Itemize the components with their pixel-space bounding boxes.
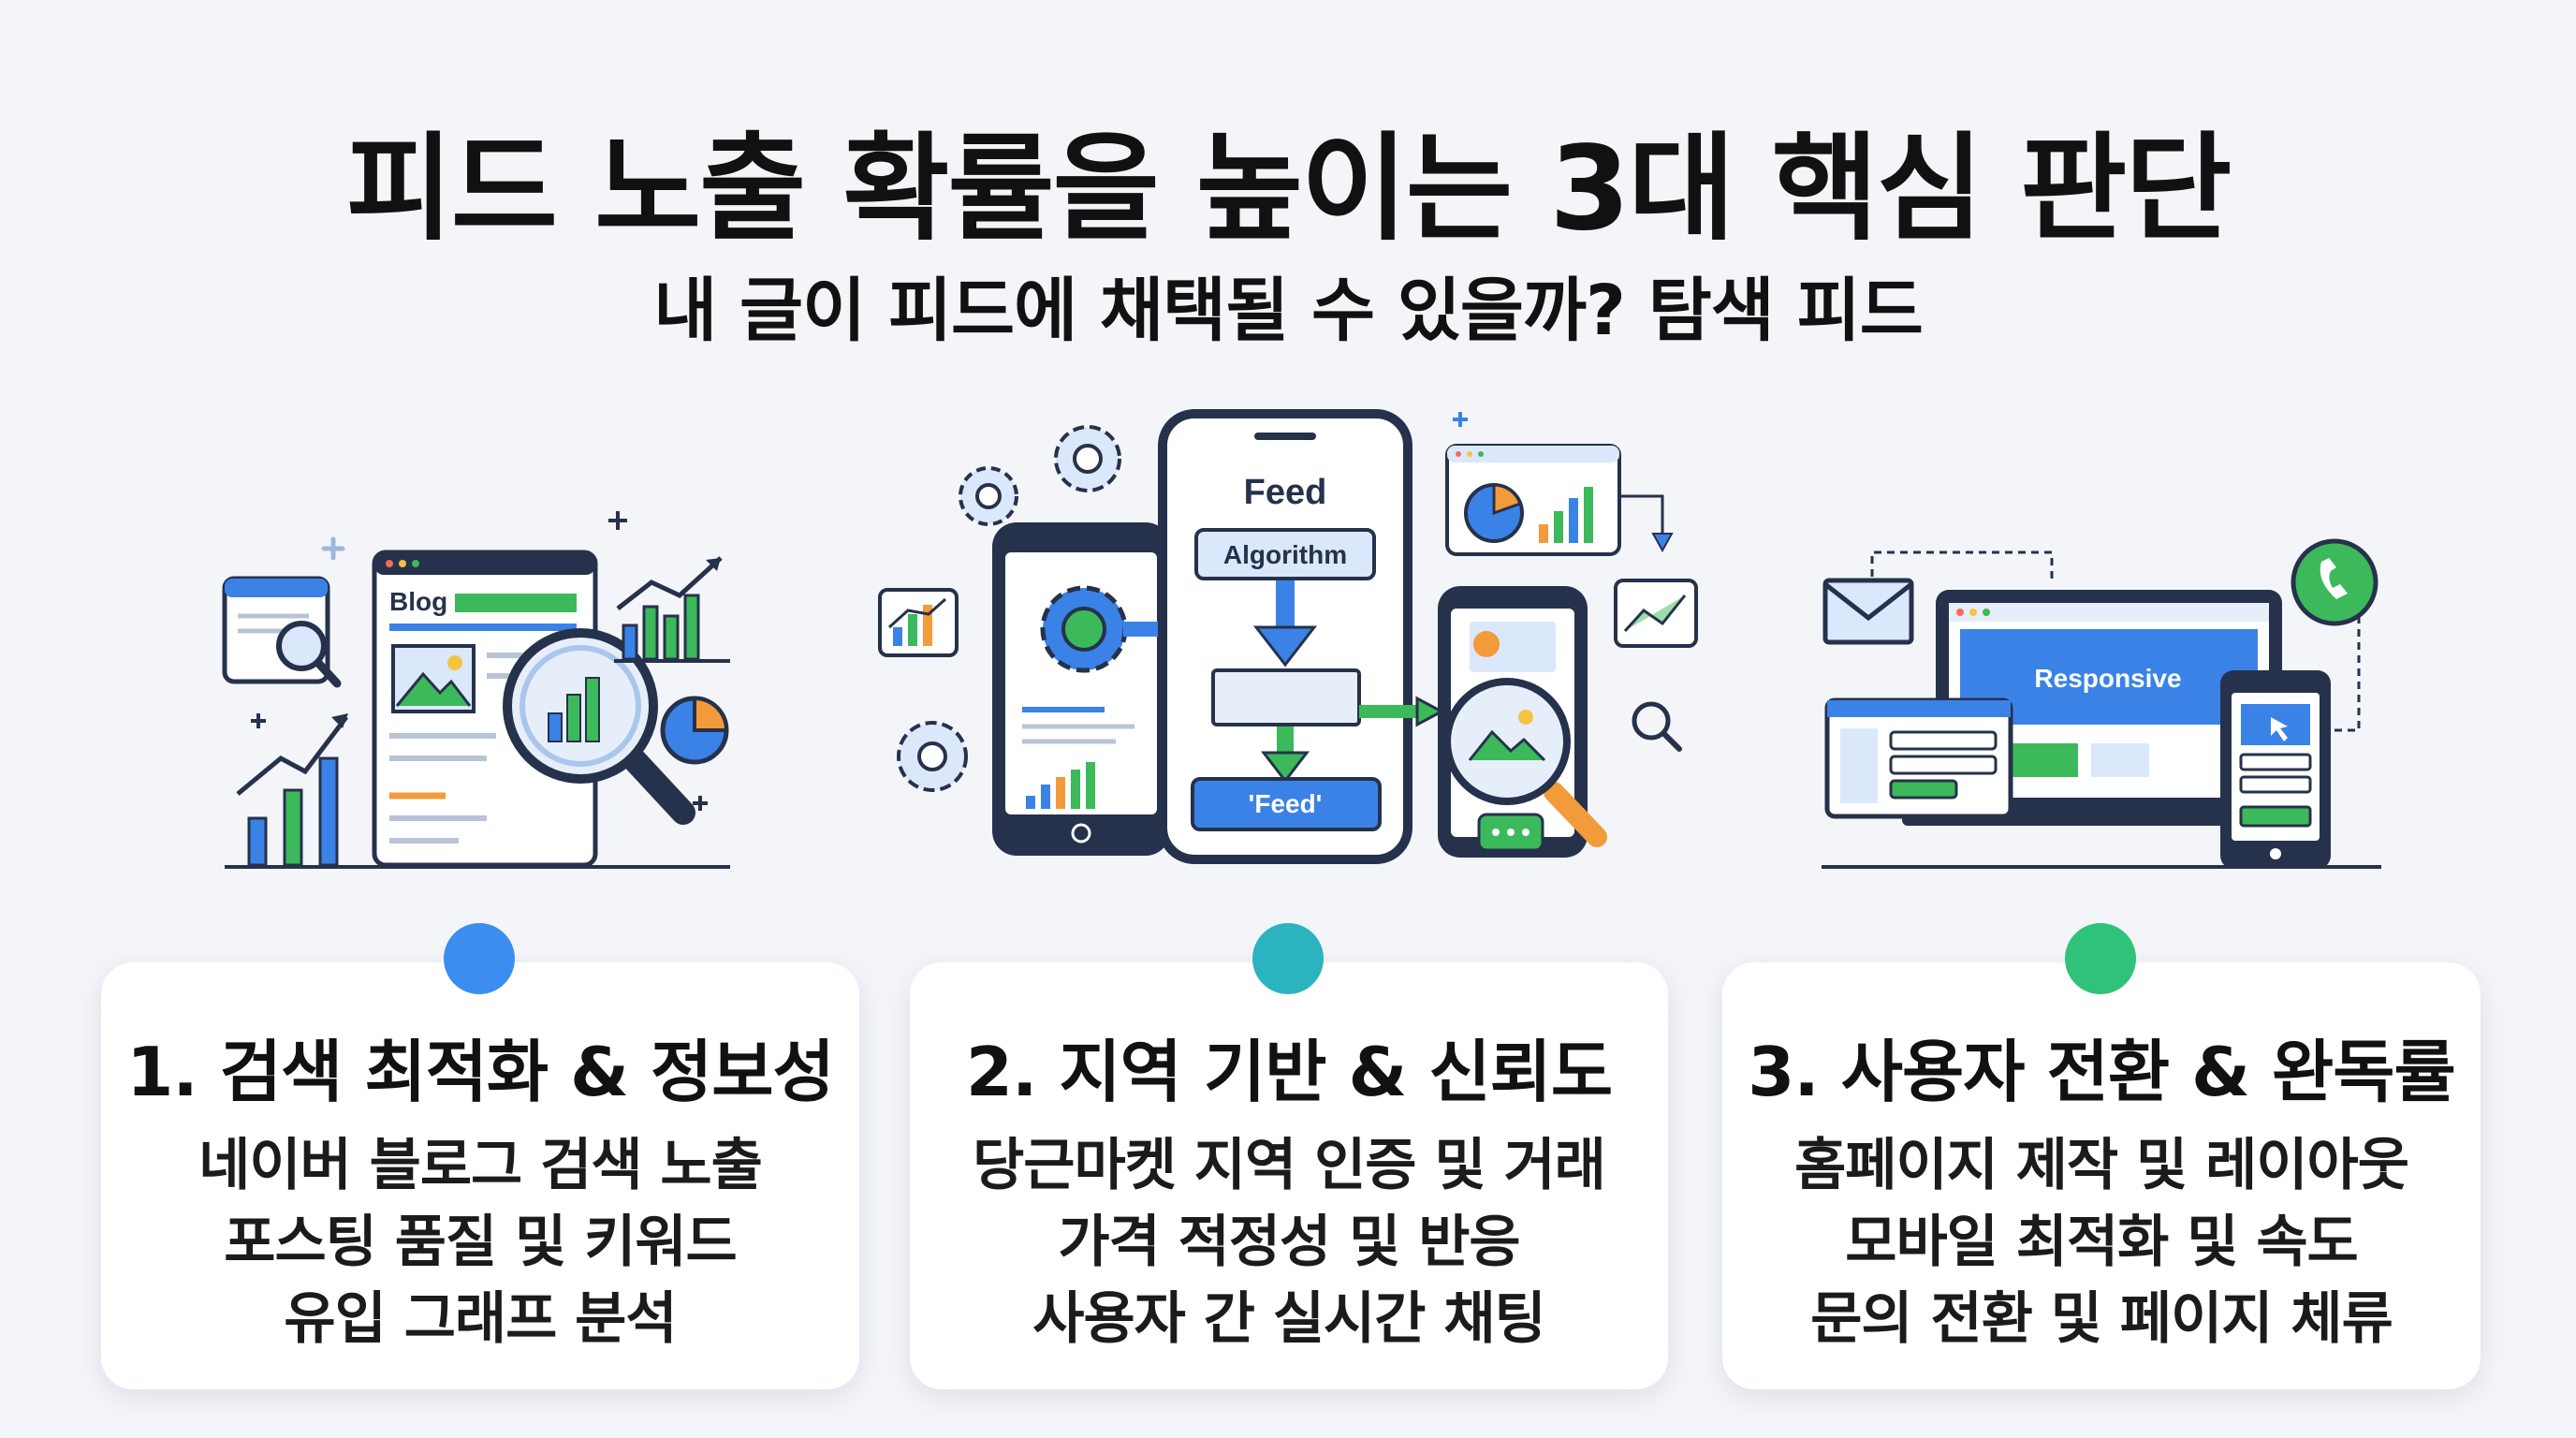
magnifier-chart-icon xyxy=(503,628,695,825)
card-indicator-dot xyxy=(2065,923,2136,994)
card-user-conversion: 3. 사용자 전환 & 완독률 홈페이지 제작 및 레이아웃 모바일 최적화 및… xyxy=(1722,962,2481,1389)
chat-bubble-icon xyxy=(2291,538,2378,626)
magnifier-image-icon xyxy=(1443,678,1607,847)
card-search-optimization: 1. 검색 최적화 & 정보성 네이버 블로그 검색 노출 포스팅 품질 및 키… xyxy=(101,962,859,1389)
page-title: 피드 노출 확률을 높이는 3대 핵심 판단 xyxy=(345,122,2232,257)
feed-result-label: 'Feed' xyxy=(1249,789,1323,818)
feed-algorithm-illustration: Feed Algorithm 'Feed' xyxy=(878,409,1698,864)
mail-icon xyxy=(1822,578,1914,645)
phone-left-icon xyxy=(992,522,1170,856)
arrow-right-green-icon xyxy=(1359,696,1445,727)
card-title: 2. 지역 기반 & 신뢰도 xyxy=(965,1033,1613,1111)
browser-search-icon xyxy=(222,576,342,688)
trend-card-icon xyxy=(1614,579,1698,648)
gear-icon xyxy=(897,425,1121,792)
card-line: 문의 전환 및 페이지 체류 xyxy=(1810,1286,2393,1352)
card-line: 포스팅 품질 및 키워드 xyxy=(224,1210,737,1275)
growth-chart-icon xyxy=(225,713,730,869)
blog-search-illustration: Blog xyxy=(222,511,730,869)
algorithm-label: Algorithm xyxy=(1223,540,1347,569)
card-line: 네이버 블로그 검색 노출 xyxy=(198,1133,763,1198)
connector-line xyxy=(1870,550,2054,582)
blog-label: Blog xyxy=(389,587,447,616)
tablet-window-icon xyxy=(1824,697,2013,819)
feed-heading: Feed xyxy=(1244,473,1327,512)
card-local-trust: 2. 지역 기반 & 신뢰도 당근마켓 지역 인증 및 거래 가격 적정성 및 … xyxy=(910,962,1668,1389)
responsive-label: Responsive xyxy=(2034,664,2181,693)
card-indicator-dot xyxy=(1252,923,1324,994)
page-subtitle: 내 글이 피드에 채택될 수 있을까? 탐색 피드 xyxy=(653,271,1924,351)
card-line: 가격 적정성 및 반응 xyxy=(1058,1210,1520,1275)
mini-bar-chart-icon xyxy=(878,588,959,657)
card-line: 당근마켓 지역 인증 및 거래 xyxy=(973,1133,1606,1198)
pie-chart-icon xyxy=(660,696,729,765)
dashboard-icon xyxy=(1445,412,1674,556)
card-line: 홈페이지 제작 및 레이아웃 xyxy=(1794,1133,2409,1198)
sparkle-icon xyxy=(321,536,345,561)
search-icon xyxy=(1632,701,1682,752)
card-line: 사용자 간 실시간 채팅 xyxy=(1032,1286,1545,1352)
phone-center-icon: Feed Algorithm 'Feed' xyxy=(1158,409,1412,864)
card-line: 유입 그래프 분석 xyxy=(284,1286,677,1352)
card-title: 1. 검색 최적화 & 정보성 xyxy=(126,1033,834,1111)
card-line: 모바일 최적화 및 속도 xyxy=(1845,1210,2358,1275)
responsive-illustration: Responsive xyxy=(1822,538,2381,869)
card-indicator-dot xyxy=(444,923,515,994)
phone-icon xyxy=(2220,670,2331,869)
bar-chart-icon xyxy=(608,511,730,663)
card-title: 3. 사용자 전환 & 완독률 xyxy=(1748,1033,2455,1111)
